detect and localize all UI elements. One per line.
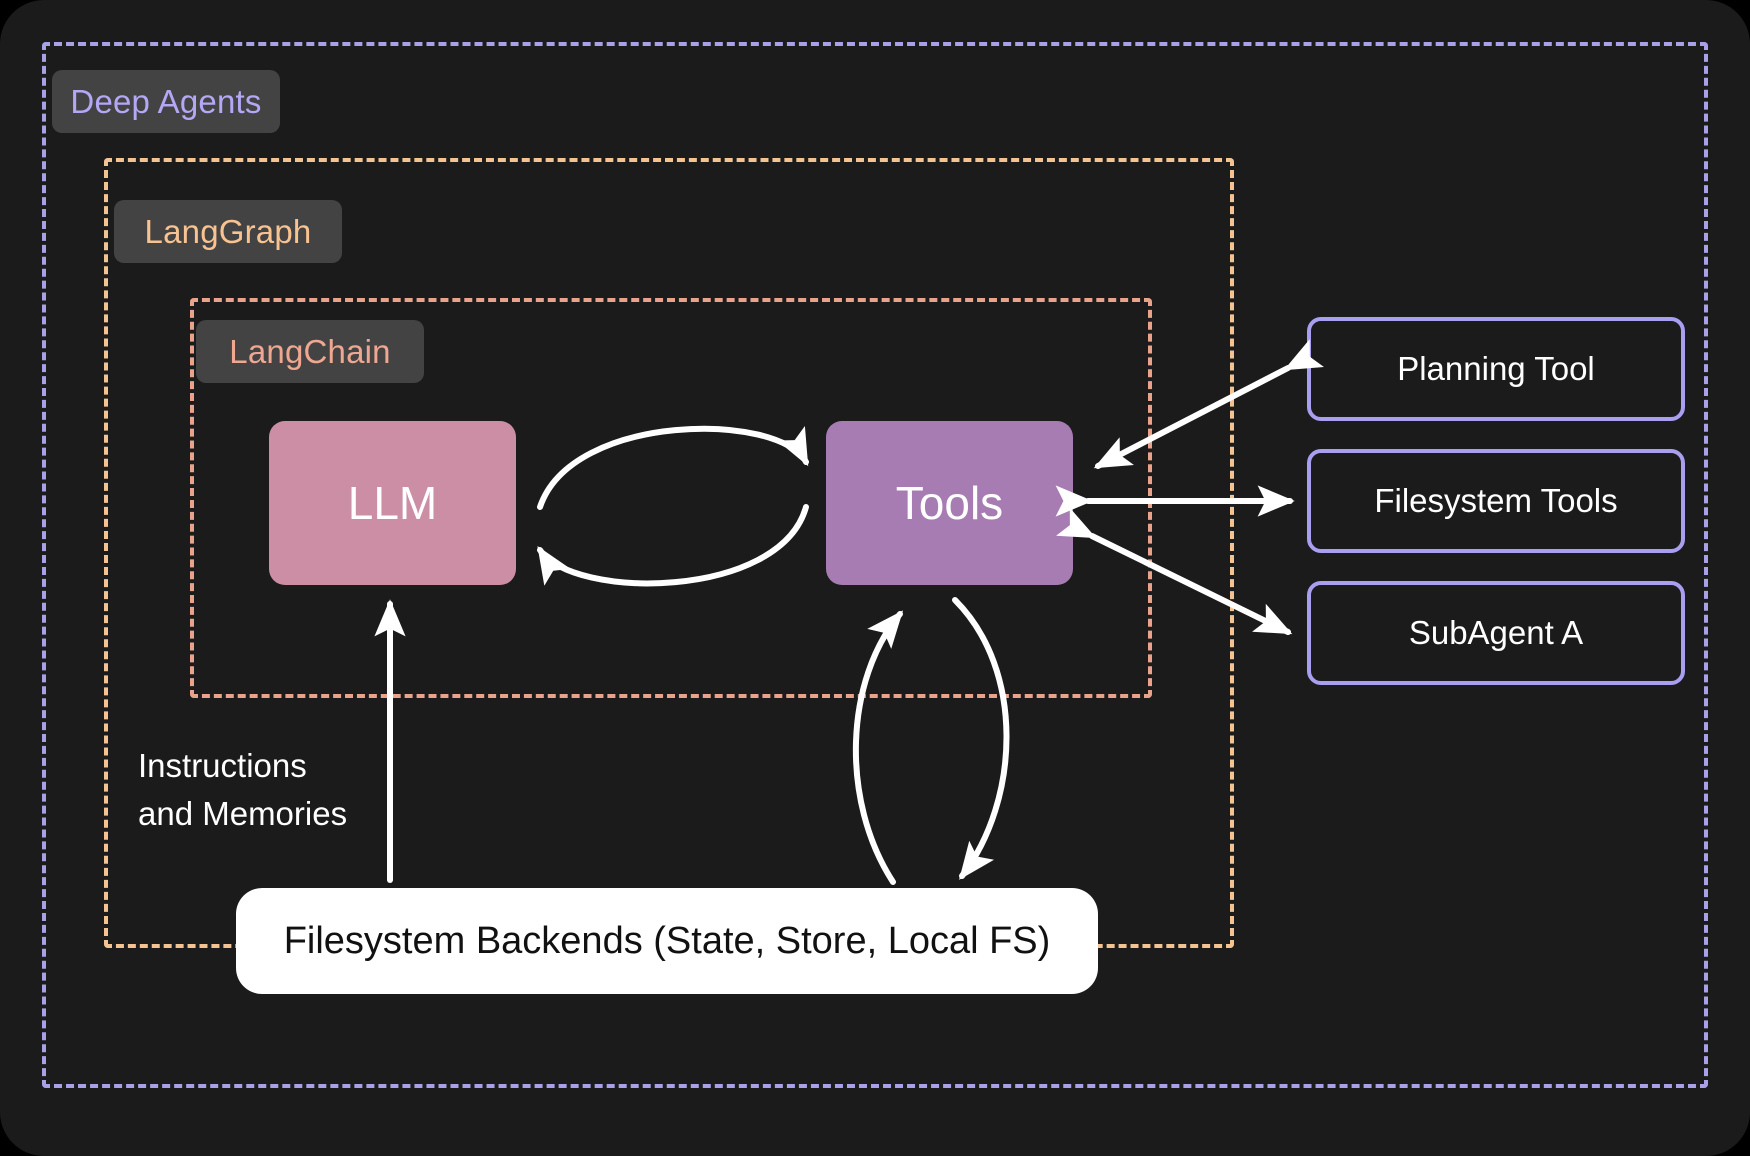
instructions-line-2: and Memories: [138, 795, 348, 833]
label-langgraph: LangGraph: [114, 200, 342, 263]
instructions-line-1: Instructions: [138, 747, 307, 784]
node-llm: LLM: [269, 421, 516, 585]
label-langchain: LangChain: [196, 320, 424, 383]
label-deep-agents: Deep Agents: [52, 70, 280, 133]
annotation-instructions-and-memories: Instructions and Memories: [138, 742, 398, 838]
container-deep-agents: [42, 42, 1708, 1088]
box-filesystem-backends: Filesystem Backends (State, Store, Local…: [236, 888, 1098, 994]
node-tools: Tools: [826, 421, 1073, 585]
box-subagent-a: SubAgent A: [1307, 581, 1685, 685]
box-planning-tool: Planning Tool: [1307, 317, 1685, 421]
box-filesystem-tools: Filesystem Tools: [1307, 449, 1685, 553]
